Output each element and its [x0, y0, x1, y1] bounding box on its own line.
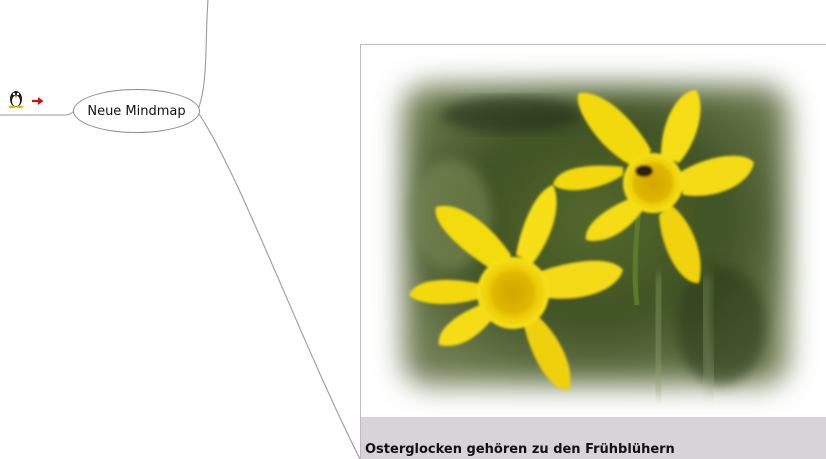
connector-to-top — [199, 0, 208, 107]
daffodil-photo — [361, 45, 826, 417]
image-node[interactable]: Osterglocken gehören zu den Frühblühern — [360, 44, 826, 459]
red-arrow-icon — [31, 91, 45, 110]
connector-to-image — [199, 114, 360, 459]
root-node-label: Neue Mindmap — [87, 104, 185, 119]
linux-penguin-icon — [7, 88, 25, 112]
caption-bar: Osterglocken gehören zu den Frühblühern — [361, 417, 826, 459]
root-node[interactable]: Neue Mindmap — [73, 89, 200, 133]
node-icons — [7, 88, 45, 112]
image-caption: Osterglocken gehören zu den Frühblühern — [365, 442, 675, 457]
